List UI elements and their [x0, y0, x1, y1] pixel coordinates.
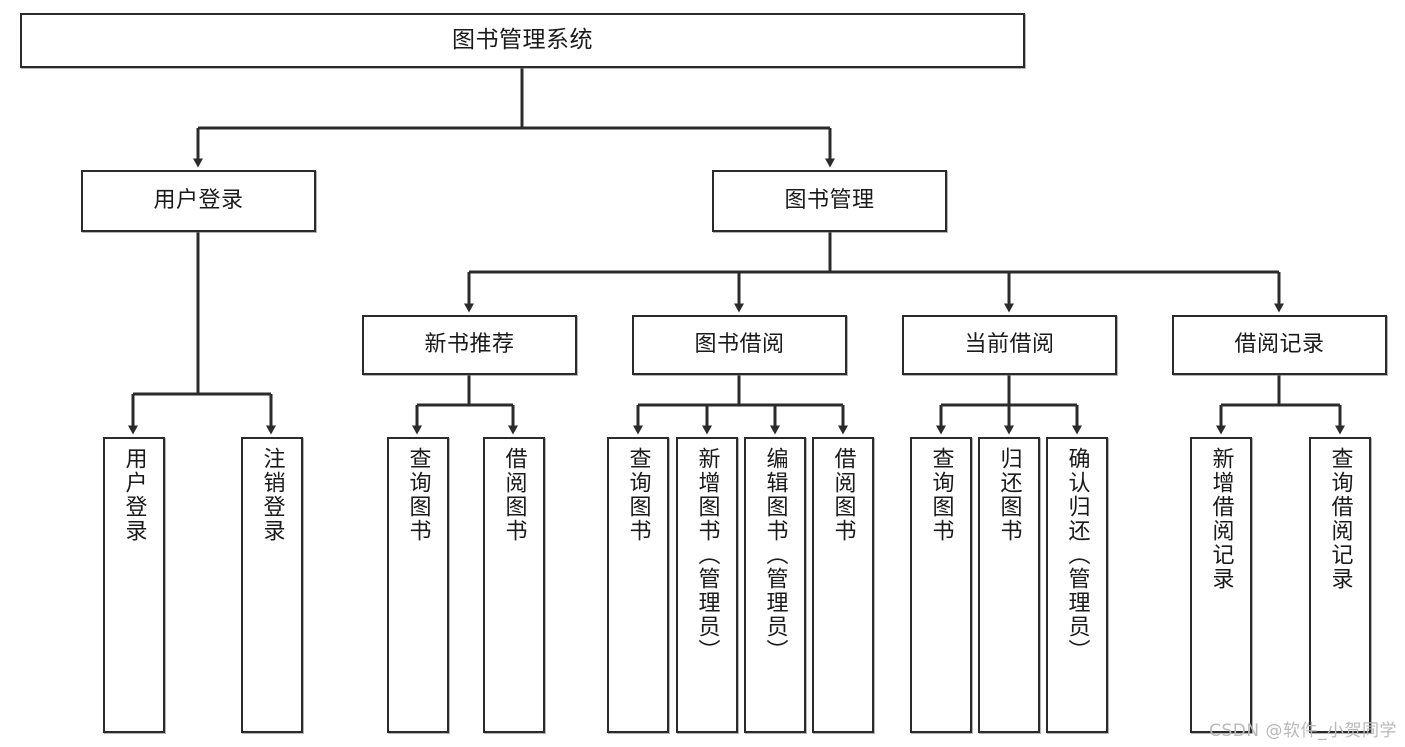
- leaf-book-borrow-edit-book-admin[interactable]: 编辑图书（管理员）: [744, 437, 806, 733]
- csdn-watermark: CSDN @软件_小贺同学: [1209, 721, 1397, 741]
- node-label: 用户登录: [121, 447, 147, 543]
- node-label: 查询图书: [625, 447, 651, 543]
- node-label: 新书推荐: [424, 332, 515, 358]
- node-label: 图书管理系统: [452, 26, 593, 53]
- leaf-new-book-borrow-book[interactable]: 借阅图书: [483, 437, 545, 733]
- node-label: 当前借阅: [964, 332, 1055, 358]
- node-user-login[interactable]: 用户登录: [81, 170, 316, 232]
- leaf-book-borrow-borrow-book[interactable]: 借阅图书: [812, 437, 874, 733]
- node-label: 查询图书: [928, 447, 954, 543]
- node-borrow-record[interactable]: 借阅记录: [1172, 315, 1387, 375]
- node-label: 编辑图书（管理员）: [762, 447, 788, 663]
- node-current-borrow[interactable]: 当前借阅: [902, 315, 1117, 375]
- node-label: 查询借阅记录: [1327, 447, 1353, 591]
- node-book-management[interactable]: 图书管理: [712, 170, 947, 232]
- node-label: 新增借阅记录: [1208, 447, 1234, 591]
- leaf-current-borrow-confirm-return-admin[interactable]: 确认归还（管理员）: [1046, 437, 1108, 733]
- node-label: 新增图书（管理员）: [694, 447, 720, 663]
- leaf-new-book-query-book[interactable]: 查询图书: [387, 437, 449, 733]
- node-label: 用户登录: [153, 188, 244, 214]
- node-label: 借阅图书: [830, 447, 856, 543]
- leaf-current-borrow-return-book[interactable]: 归还图书: [978, 437, 1040, 733]
- node-label: 图书借阅: [694, 332, 785, 358]
- node-label: 借阅记录: [1234, 332, 1325, 358]
- node-root-book-management-system[interactable]: 图书管理系统: [20, 13, 1025, 68]
- leaf-borrow-record-query-record[interactable]: 查询借阅记录: [1309, 437, 1371, 733]
- leaf-book-borrow-query-book[interactable]: 查询图书: [607, 437, 669, 733]
- node-book-borrow[interactable]: 图书借阅: [632, 315, 847, 375]
- node-label: 查询图书: [405, 447, 431, 543]
- leaf-user-login-login[interactable]: 用户登录: [103, 437, 165, 733]
- node-label: 借阅图书: [501, 447, 527, 543]
- node-label: 注销登录: [259, 447, 285, 543]
- leaf-borrow-record-add-record[interactable]: 新增借阅记录: [1190, 437, 1252, 733]
- node-label: 图书管理: [784, 188, 875, 214]
- node-label: 确认归还（管理员）: [1064, 447, 1090, 663]
- leaf-book-borrow-add-book-admin[interactable]: 新增图书（管理员）: [676, 437, 738, 733]
- node-label: 归还图书: [996, 447, 1022, 543]
- leaf-user-login-logout[interactable]: 注销登录: [241, 437, 303, 733]
- node-new-book-recommend[interactable]: 新书推荐: [362, 315, 577, 375]
- leaf-current-borrow-query-book[interactable]: 查询图书: [910, 437, 972, 733]
